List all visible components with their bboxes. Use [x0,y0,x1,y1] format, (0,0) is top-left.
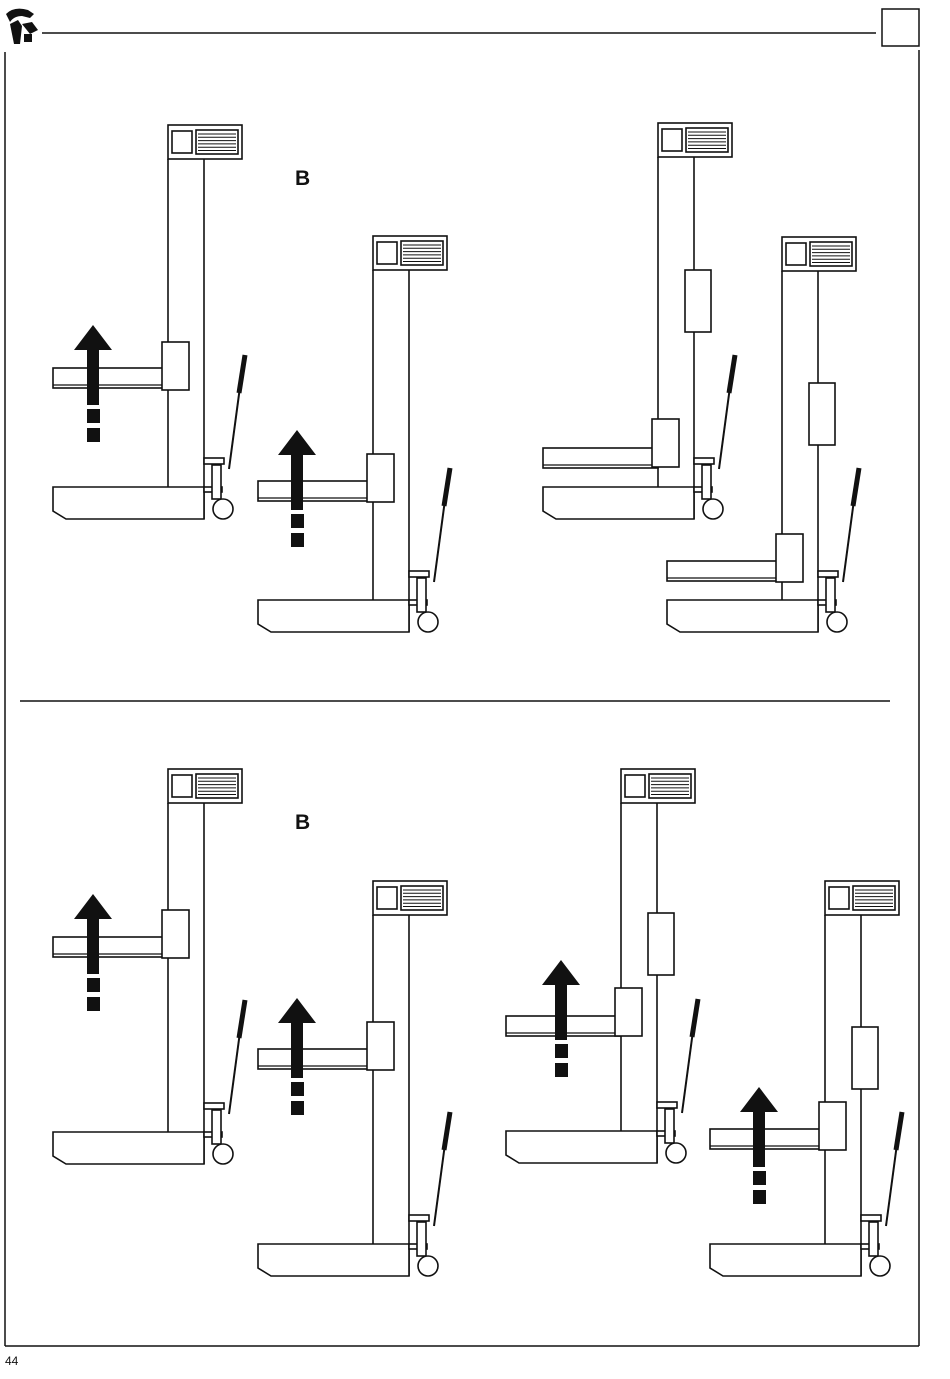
inner-carriage [685,270,711,332]
wheel-post [417,1222,426,1256]
handle-bracket [657,1102,677,1108]
wheel-icon [703,499,723,519]
carriage [819,1102,846,1150]
carriage [776,534,803,582]
head-vent-icon [401,241,443,265]
carriage [615,988,642,1036]
base-leg [258,1244,409,1276]
wheel-post [417,578,426,612]
panel-label-bottom: B [295,811,310,835]
base-leg [667,600,818,632]
head-window [172,131,192,153]
head-window [829,887,849,909]
wheel-icon [418,1256,438,1276]
wheel-icon [666,1143,686,1163]
wheel-post [212,1110,221,1144]
inner-carriage [648,913,674,975]
carriage [162,342,189,390]
head-vent-icon [810,242,852,266]
handle-grip [444,1112,450,1150]
carriage [162,910,189,958]
base-leg [53,1132,204,1164]
wheel-icon [418,612,438,632]
base-leg [53,487,204,519]
head-vent-icon [853,886,895,910]
wheel-post [212,465,221,499]
wheel-icon [213,499,233,519]
head-window [377,242,397,264]
handle-grip [239,355,245,393]
handle-grip [444,468,450,506]
base-leg [710,1244,861,1276]
handle-bracket [204,458,224,464]
stacker-lift-1-0 [53,769,245,1164]
head-vent-icon [686,128,728,152]
blank-square-icon [882,9,919,46]
handle-grip [692,999,698,1037]
wheel-post [869,1222,878,1256]
stacker-lift-0-0 [53,125,245,519]
head-window [377,887,397,909]
head-vent-icon [196,774,238,798]
wheel-icon [870,1256,890,1276]
stacker-lift-0-2 [543,123,735,519]
handle-bracket [861,1215,881,1221]
wheel-post [826,578,835,612]
manufacturer-logo-icon [6,9,38,44]
head-window [786,243,806,265]
stacker-lift-1-3 [710,881,902,1276]
inner-carriage [852,1027,878,1089]
head-window [662,129,682,151]
handle-bracket [204,1103,224,1109]
handle-bracket [409,1215,429,1221]
carriage [367,454,394,502]
handle-bracket [694,458,714,464]
stacker-lift-0-1 [258,236,450,632]
head-vent-icon [649,774,691,798]
page-number: 44 [5,1354,18,1368]
inner-carriage [809,383,835,445]
carriage [367,1022,394,1070]
head-vent-icon [196,130,238,154]
base-leg [543,487,694,519]
base-leg [506,1131,657,1163]
head-vent-icon [401,886,443,910]
wheel-post [702,465,711,499]
wheel-icon [827,612,847,632]
panel-label-top: B [295,167,310,191]
wheel-post [665,1109,674,1143]
head-window [625,775,645,797]
handle-grip [853,468,859,506]
head-window [172,775,192,797]
carriage [652,419,679,467]
stacker-lift-1-1 [258,881,450,1276]
handle-grip [239,1000,245,1038]
wheel-icon [213,1144,233,1164]
stacker-lift-1-2 [506,769,698,1163]
handle-grip [896,1112,902,1150]
handle-bracket [409,571,429,577]
handle-grip [729,355,735,393]
handle-bracket [818,571,838,577]
base-leg [258,600,409,632]
